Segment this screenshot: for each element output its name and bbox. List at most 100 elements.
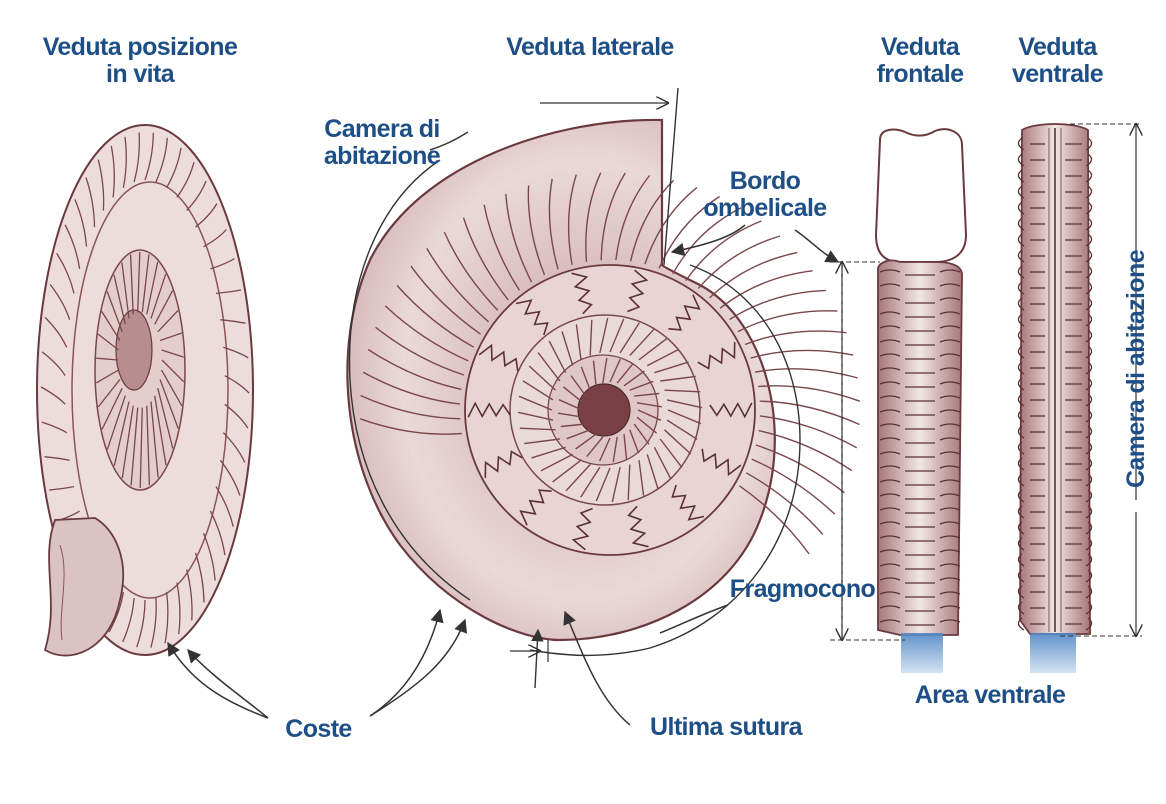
rib [629, 179, 675, 262]
rib [664, 429, 692, 455]
rib [627, 464, 631, 501]
rib [367, 348, 462, 391]
rib [1017, 185, 1025, 199]
rib [638, 460, 645, 496]
rib [1085, 345, 1093, 359]
rib [1017, 361, 1025, 375]
label-life-position-line2: in vita [105, 60, 175, 88]
rib [634, 392, 660, 397]
rib [1017, 473, 1025, 487]
rib [150, 273, 167, 319]
rib [1085, 441, 1093, 455]
rib [602, 357, 608, 384]
rib [203, 229, 227, 248]
rib [531, 446, 566, 459]
rib [646, 454, 659, 489]
rib [224, 403, 249, 429]
rib [729, 289, 827, 321]
rib [161, 349, 184, 358]
rib [612, 436, 618, 463]
rib [141, 254, 150, 313]
rib [101, 387, 123, 430]
rib [1017, 425, 1025, 439]
rib [745, 472, 824, 535]
rib [44, 317, 68, 348]
rib [939, 535, 961, 539]
rib [659, 438, 683, 468]
rib [154, 290, 174, 325]
rib [1085, 473, 1093, 487]
rib [113, 401, 130, 466]
rib [129, 254, 134, 315]
rib [375, 326, 465, 376]
label-ventral-area: Area ventrale [914, 681, 1066, 709]
rib [879, 619, 901, 623]
rib [611, 466, 621, 503]
rib [97, 159, 105, 211]
rib [185, 569, 193, 621]
rib [758, 385, 861, 402]
ventral-view-shell [1017, 124, 1142, 673]
rib [1017, 601, 1025, 615]
rib [658, 195, 720, 269]
rib [97, 333, 119, 351]
rib [567, 174, 577, 266]
rib [1017, 553, 1025, 567]
rib [426, 248, 490, 323]
rib [939, 339, 961, 343]
rib [1085, 569, 1093, 583]
rib [527, 185, 546, 276]
rib [879, 563, 901, 567]
rib [462, 217, 509, 301]
rib [646, 348, 680, 367]
rib [580, 366, 591, 391]
suture-line [571, 507, 593, 551]
rib [106, 395, 126, 450]
rib [939, 269, 961, 273]
rib [654, 361, 689, 374]
rib [1085, 297, 1093, 311]
rib [879, 549, 901, 553]
rib [410, 265, 482, 335]
label-ventral-line2: ventrale [1011, 60, 1104, 88]
rib [751, 458, 836, 515]
rib [106, 291, 123, 333]
rib [666, 399, 703, 409]
rib [1085, 377, 1093, 391]
rib [224, 375, 250, 394]
rib [146, 405, 151, 486]
rib [1017, 249, 1025, 263]
rib [164, 592, 169, 644]
frontal-view-shell [830, 128, 968, 673]
rib [160, 369, 183, 407]
rib [939, 283, 961, 287]
rib [629, 328, 655, 356]
rib [1085, 265, 1093, 279]
rib [685, 220, 762, 282]
rib [139, 407, 143, 489]
rib [85, 177, 96, 228]
rib [1085, 329, 1093, 343]
rib [219, 459, 241, 496]
rib [719, 270, 813, 309]
rib [1085, 281, 1093, 295]
rib [1085, 617, 1093, 631]
rib [759, 415, 858, 449]
rib [592, 360, 597, 386]
rib [561, 331, 574, 366]
rib [939, 353, 961, 357]
rib [1085, 249, 1093, 263]
rib [519, 427, 556, 431]
rib [95, 369, 119, 384]
rib [1085, 233, 1093, 247]
rib [528, 365, 556, 391]
rib [220, 319, 246, 324]
rib [1017, 233, 1025, 247]
rib [537, 352, 561, 382]
rib [443, 231, 499, 311]
rib [384, 305, 469, 362]
rib [879, 591, 901, 595]
rib [879, 465, 901, 469]
rib [586, 436, 604, 458]
